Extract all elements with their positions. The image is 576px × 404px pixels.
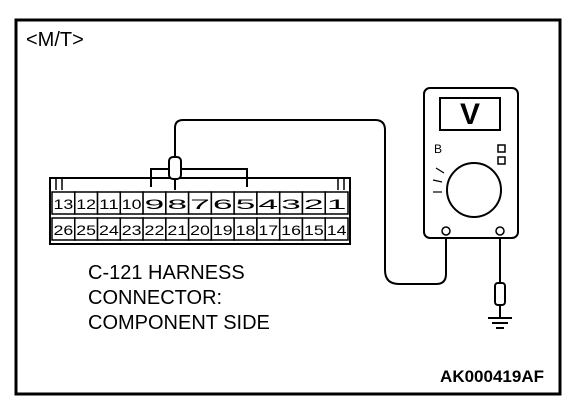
pin-label-5: 5 [236,196,256,212]
pin-probe [168,156,182,190]
pin-label-7: 7 [190,196,210,212]
pin-label-20: 20 [190,222,210,238]
pin-label-16: 16 [281,222,301,238]
pin-label-9: 9 [145,196,165,212]
pin-label-17: 17 [258,222,278,238]
pin-cell-1 [324,191,349,215]
ground-probe [494,282,506,318]
pin-label-22: 22 [145,222,165,238]
connector-caption-line-1: C-121 HARNESS [88,262,245,284]
multimeter: V B [423,87,519,239]
probe-wire [174,119,447,285]
pin-label-26: 26 [53,222,73,238]
diagram-frame [14,18,562,396]
connector-caption-line-3: COMPONENT SIDE [88,312,270,334]
pin-label-1: 1 [327,196,347,212]
pin-label-11: 11 [99,196,119,212]
pin-label-12: 12 [76,196,96,212]
connector-key [150,168,248,187]
meter-rotary-dial [446,162,502,218]
meter-selector-mark: B [434,142,442,156]
pin-label-25: 25 [76,222,96,238]
meter-button-upper [497,144,506,153]
pin-label-23: 23 [122,222,142,238]
pin-label-24: 24 [99,222,119,238]
pin-label-21: 21 [167,222,187,238]
pin-label-14: 14 [327,222,347,238]
meter-dial-ticks [432,167,445,193]
pin-label-6: 6 [213,196,233,212]
pin-label-10: 10 [122,196,142,212]
pin-label-13: 13 [53,196,73,212]
pin-label-2: 2 [304,196,324,212]
meter-display [439,97,501,131]
pin-label-8: 8 [167,196,187,212]
meter-button-lower [497,156,506,165]
pin-label-3: 3 [281,196,301,212]
pin-label-19: 19 [213,222,233,238]
pin-cell-14 [324,217,349,241]
mode-label: <M/T> [26,29,84,51]
pin-label-4: 4 [258,196,278,212]
ground-symbol [488,317,512,329]
connector-latch-ridges [55,178,345,190]
meter-jack-voltage [441,226,451,236]
figure-code: AK000419AF [440,367,544,386]
meter-display-symbol: V [460,98,480,131]
connector-caption-line-2: CONNECTOR: [88,287,222,309]
meter-jack-common [495,226,505,236]
pin-label-15: 15 [304,222,324,238]
pin-label-18: 18 [236,222,256,238]
